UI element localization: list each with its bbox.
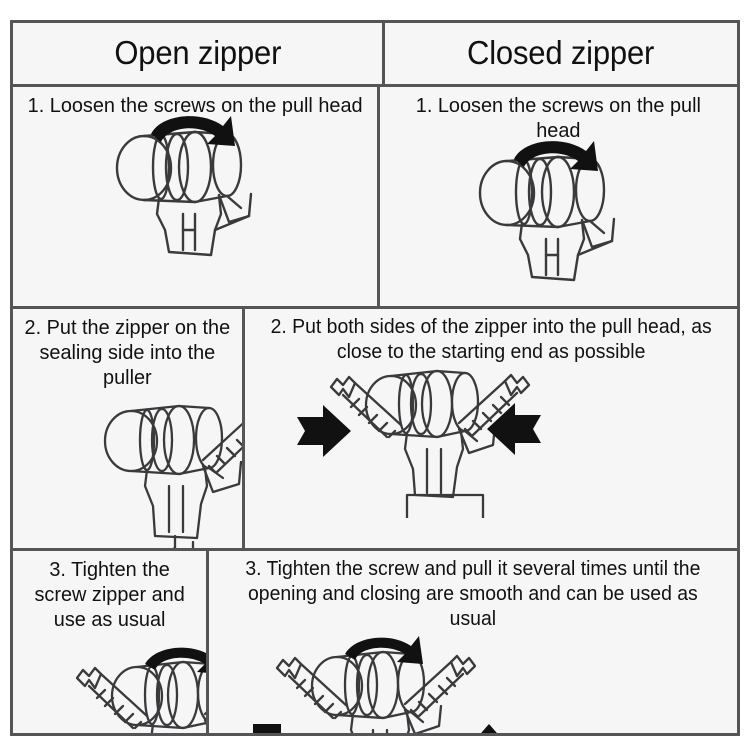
pull-head-rotation-figure: [115, 116, 253, 257]
cell-closed-step-3: 3. Tighten the screw and pull it several…: [209, 551, 737, 733]
column-header-label: Open zipper: [114, 34, 281, 72]
pull-head-one-tape-figure: [103, 404, 242, 548]
pull-up-arrow: [481, 724, 498, 733]
step-instruction-text: 3. Tighten the screw zipper and use as u…: [34, 558, 185, 631]
step-instruction-text: 2. Put both sides of the zipper into the…: [270, 316, 712, 363]
illustration-pull-head-one-tape-left-arrow: [13, 390, 242, 548]
rotation-arrow: [345, 636, 424, 664]
table-row-step-3: 3. Tighten the screw zipper and use as u…: [13, 551, 737, 733]
rotation-arrow: [514, 141, 599, 171]
cell-closed-step-2: 2. Put both sides of the zipper into the…: [244, 309, 737, 548]
illustration-pull-head-with-rotation-arrow: [13, 116, 377, 306]
header-cell-closed-zipper: Closed zipper: [385, 23, 737, 84]
step-instruction-text: 3. Tighten the screw and pull it several…: [245, 558, 701, 630]
insert-direction-arrow-right: [486, 403, 541, 455]
table-row-step-2: 2. Put the zipper on the sealing side in…: [13, 309, 737, 551]
illustration-pull-head-with-rotation-arrow: [380, 141, 737, 306]
instruction-table: Open zipper Closed zipper 1. Loosen the …: [10, 20, 740, 736]
column-header-label: Closed zipper: [467, 34, 655, 72]
insert-direction-arrow: [241, 461, 242, 463]
insert-direction-arrow-left: [296, 405, 351, 457]
step-instruction-text: 1. Loosen the screws on the pull head: [416, 94, 702, 142]
illustration-pull-head-two-tapes-inward-arrows: [245, 365, 737, 548]
pull-down-arrow: [253, 724, 282, 733]
pull-head-updown-figure: [253, 636, 498, 733]
cell-open-step-3: 3. Tighten the screw zipper and use as u…: [13, 551, 210, 733]
table-header-row: Open zipper Closed zipper: [13, 23, 737, 87]
rotation-arrow: [151, 116, 235, 146]
illustration-pull-head-tightened-down-arrow: [13, 632, 207, 733]
pull-head-rotation-figure: [479, 141, 616, 282]
step-instruction-text: 1. Loosen the screws on the pull head: [27, 94, 363, 117]
step-instruction-text: 2. Put the zipper on the sealing side in…: [24, 316, 231, 389]
rotation-arrow: [145, 647, 207, 673]
pull-head-two-tapes-figure: [296, 369, 541, 518]
illustration-pull-head-up-down-arrows: [209, 632, 737, 733]
cell-closed-step-1: 1. Loosen the screws on the pull head: [380, 87, 737, 306]
cell-open-step-1: 1. Loosen the screws on the pull head: [13, 87, 381, 306]
table-row-step-1: 1. Loosen the screws on the pull head: [13, 87, 737, 309]
header-cell-open-zipper: Open zipper: [13, 23, 385, 84]
cell-open-step-2: 2. Put the zipper on the sealing side in…: [13, 309, 245, 548]
pull-head-tightened-figure: [75, 647, 207, 733]
